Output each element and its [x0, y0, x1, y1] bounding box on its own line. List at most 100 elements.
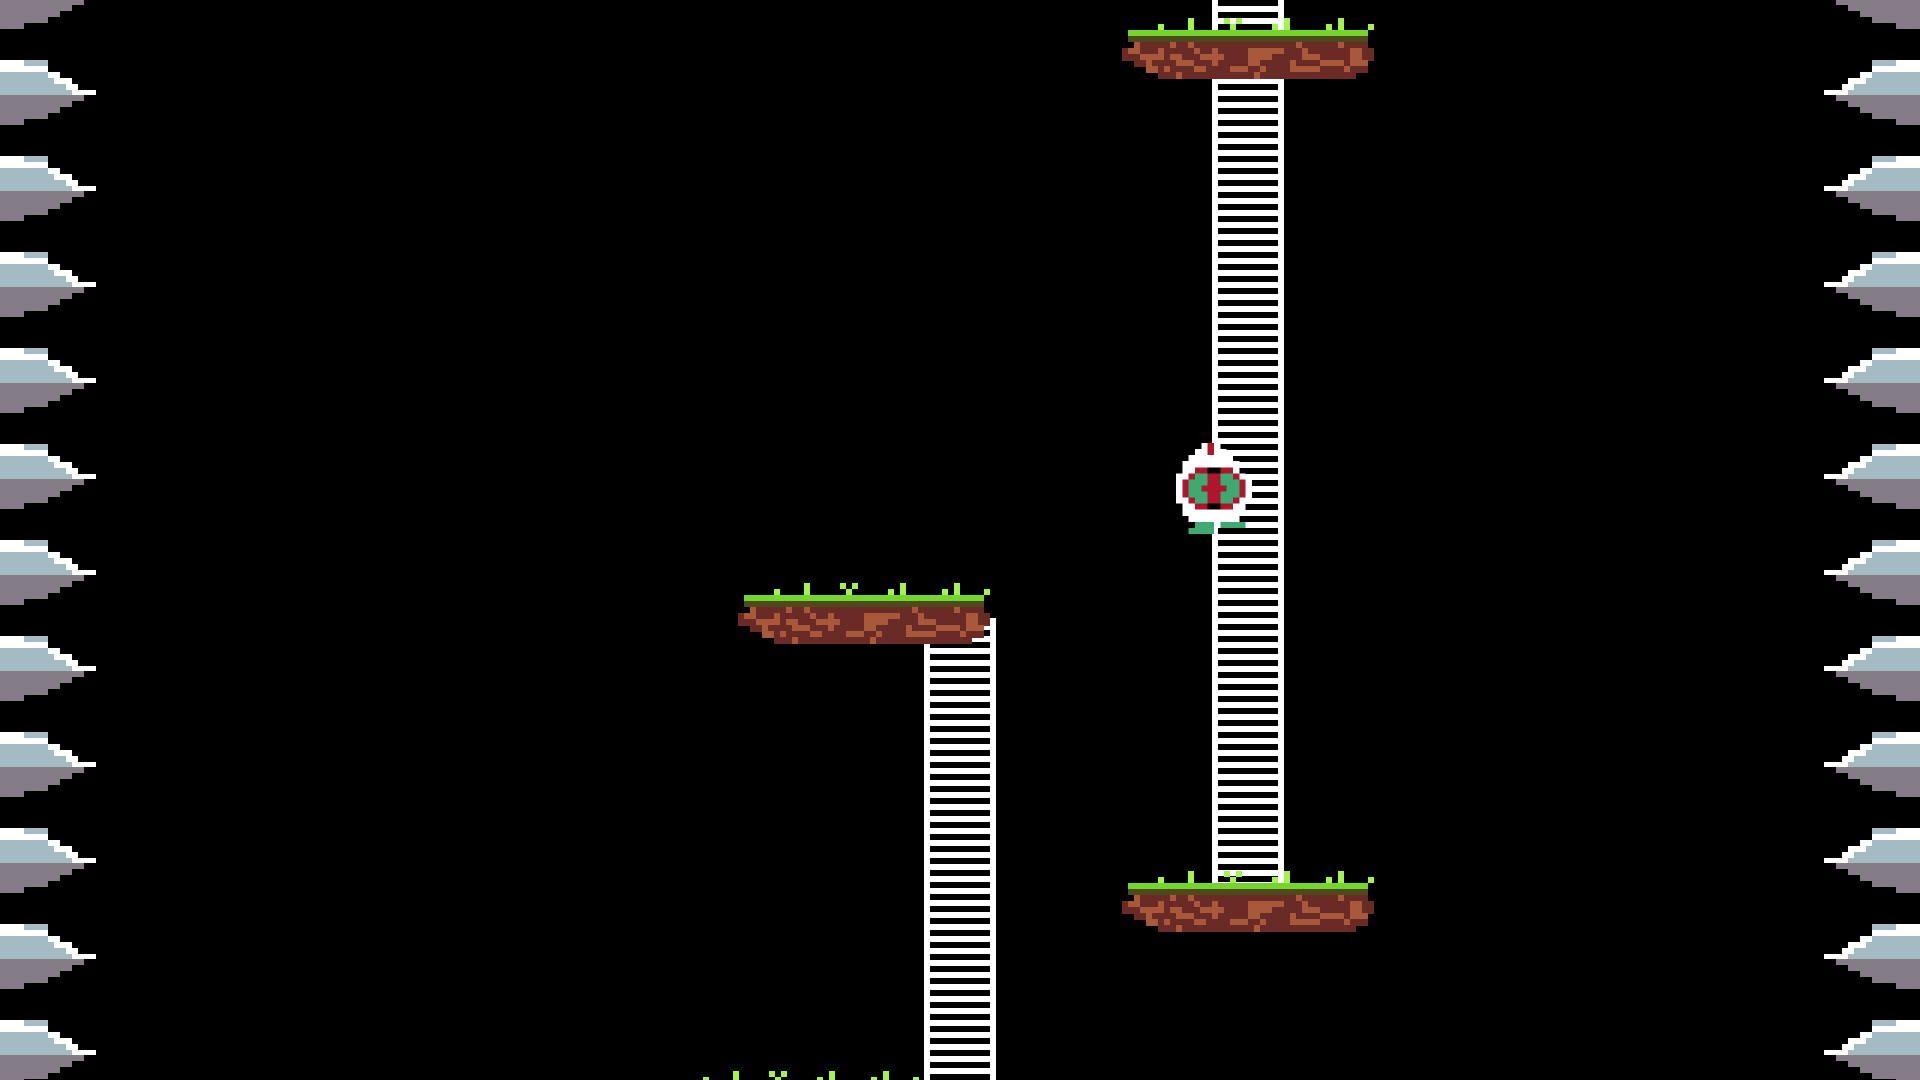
- ladder-rung: [1218, 834, 1278, 840]
- ladder-rung: [930, 1056, 990, 1062]
- ladder-rung: [930, 672, 990, 678]
- ladder-rung: [930, 828, 990, 834]
- ladder-rung: [1218, 714, 1278, 720]
- ladder-rung: [1218, 222, 1278, 228]
- spike: [0, 60, 96, 125]
- ladder-rung: [1218, 510, 1278, 516]
- platform-top: [1122, 18, 1374, 79]
- grass-top: [1128, 883, 1368, 889]
- ladder-rung: [1218, 462, 1278, 468]
- spike: [0, 636, 96, 701]
- ladder-rung: [930, 708, 990, 714]
- ladder-rung: [930, 744, 990, 750]
- ladder-rung: [1218, 678, 1278, 684]
- ladder-rung: [1218, 390, 1278, 396]
- player-character-sprite: [1176, 443, 1252, 534]
- ladder-rung: [1218, 642, 1278, 648]
- ladder-rung: [930, 792, 990, 798]
- ladder-rung: [1218, 366, 1278, 372]
- ladder-rung: [1218, 738, 1278, 744]
- ladder-rung: [1218, 702, 1278, 708]
- ladder-rung: [930, 660, 990, 666]
- ladder-rung: [930, 864, 990, 870]
- spike: [0, 252, 96, 317]
- right-spike-wall: [1824, 0, 1920, 1080]
- spike: [1824, 924, 1920, 989]
- ladder-rung: [930, 816, 990, 822]
- spike: [1824, 348, 1920, 413]
- ladder-rung: [930, 840, 990, 846]
- ladder-rung: [1218, 774, 1278, 780]
- ladder-rung: [1218, 846, 1278, 852]
- spike: [1824, 156, 1920, 221]
- ladder-rung: [930, 1020, 990, 1026]
- ladder-rung: [1218, 234, 1278, 240]
- ladder-rung: [930, 924, 990, 930]
- ladder-rung: [1218, 654, 1278, 660]
- ladder-rung: [930, 912, 990, 918]
- ladder-rung: [930, 972, 990, 978]
- ladder-rung: [1218, 618, 1278, 624]
- spike: [0, 732, 96, 797]
- ladder-rung: [1218, 18, 1278, 24]
- ladder-rung: [1218, 762, 1278, 768]
- ladder-rung: [1218, 294, 1278, 300]
- ladder-rung: [1218, 138, 1278, 144]
- ladder-rung: [930, 1008, 990, 1014]
- ladder-rung: [1218, 90, 1278, 96]
- ladder-rung: [1218, 354, 1278, 360]
- ladder-rung: [1218, 726, 1278, 732]
- ladder-rung: [930, 948, 990, 954]
- spike: [1824, 1020, 1920, 1080]
- ladder-rung: [1218, 786, 1278, 792]
- ladder-rung: [930, 780, 990, 786]
- ladder-rail: [990, 618, 996, 1080]
- ladder-rung: [930, 732, 990, 738]
- spike: [1824, 252, 1920, 317]
- ladder-rail: [1278, 0, 1284, 900]
- ladder-rung: [1218, 6, 1278, 12]
- ladder-rung: [930, 960, 990, 966]
- ladder-rung: [1218, 102, 1278, 108]
- ladder-rail: [924, 618, 930, 1080]
- ladder-rung: [1218, 594, 1278, 600]
- platform-bottom: [1122, 871, 1374, 932]
- ladder-rung: [1218, 534, 1278, 540]
- ladder-rung: [1218, 270, 1278, 276]
- ladder-rung: [1218, 114, 1278, 120]
- ladder-rung: [1218, 870, 1278, 876]
- spike: [1824, 636, 1920, 701]
- spike: [0, 444, 96, 509]
- ladder-rung: [1218, 582, 1278, 588]
- ladder-rung: [1218, 258, 1278, 264]
- spike: [0, 348, 96, 413]
- ladder-rung: [1218, 246, 1278, 252]
- ladder-rung: [930, 852, 990, 858]
- ladder-rung: [930, 1068, 990, 1074]
- ladder-rung: [930, 684, 990, 690]
- platform-offscreen-bottom: [703, 1071, 919, 1080]
- left-spike-wall: [0, 0, 96, 1080]
- ladder-rung: [1218, 306, 1278, 312]
- spike: [1836, 0, 1920, 29]
- ladder-rung: [1218, 282, 1278, 288]
- ladder-rung: [1218, 474, 1278, 480]
- spike: [0, 924, 96, 989]
- ladder-rung: [930, 804, 990, 810]
- spike: [1824, 444, 1920, 509]
- spike: [1824, 828, 1920, 893]
- spike: [0, 540, 96, 605]
- ladder-rung: [1218, 438, 1278, 444]
- grass-top: [1128, 30, 1368, 36]
- ladder-rung: [1218, 126, 1278, 132]
- ladder-rung: [930, 936, 990, 942]
- spike: [0, 0, 84, 29]
- ladder-rung: [1218, 198, 1278, 204]
- ladder-rung: [930, 1044, 990, 1050]
- ladder-rung: [930, 768, 990, 774]
- ladder-rung: [930, 648, 990, 654]
- ladder-lower[interactable]: [924, 618, 996, 1080]
- ladder-rung: [1218, 402, 1278, 408]
- ladder-rung: [1218, 378, 1278, 384]
